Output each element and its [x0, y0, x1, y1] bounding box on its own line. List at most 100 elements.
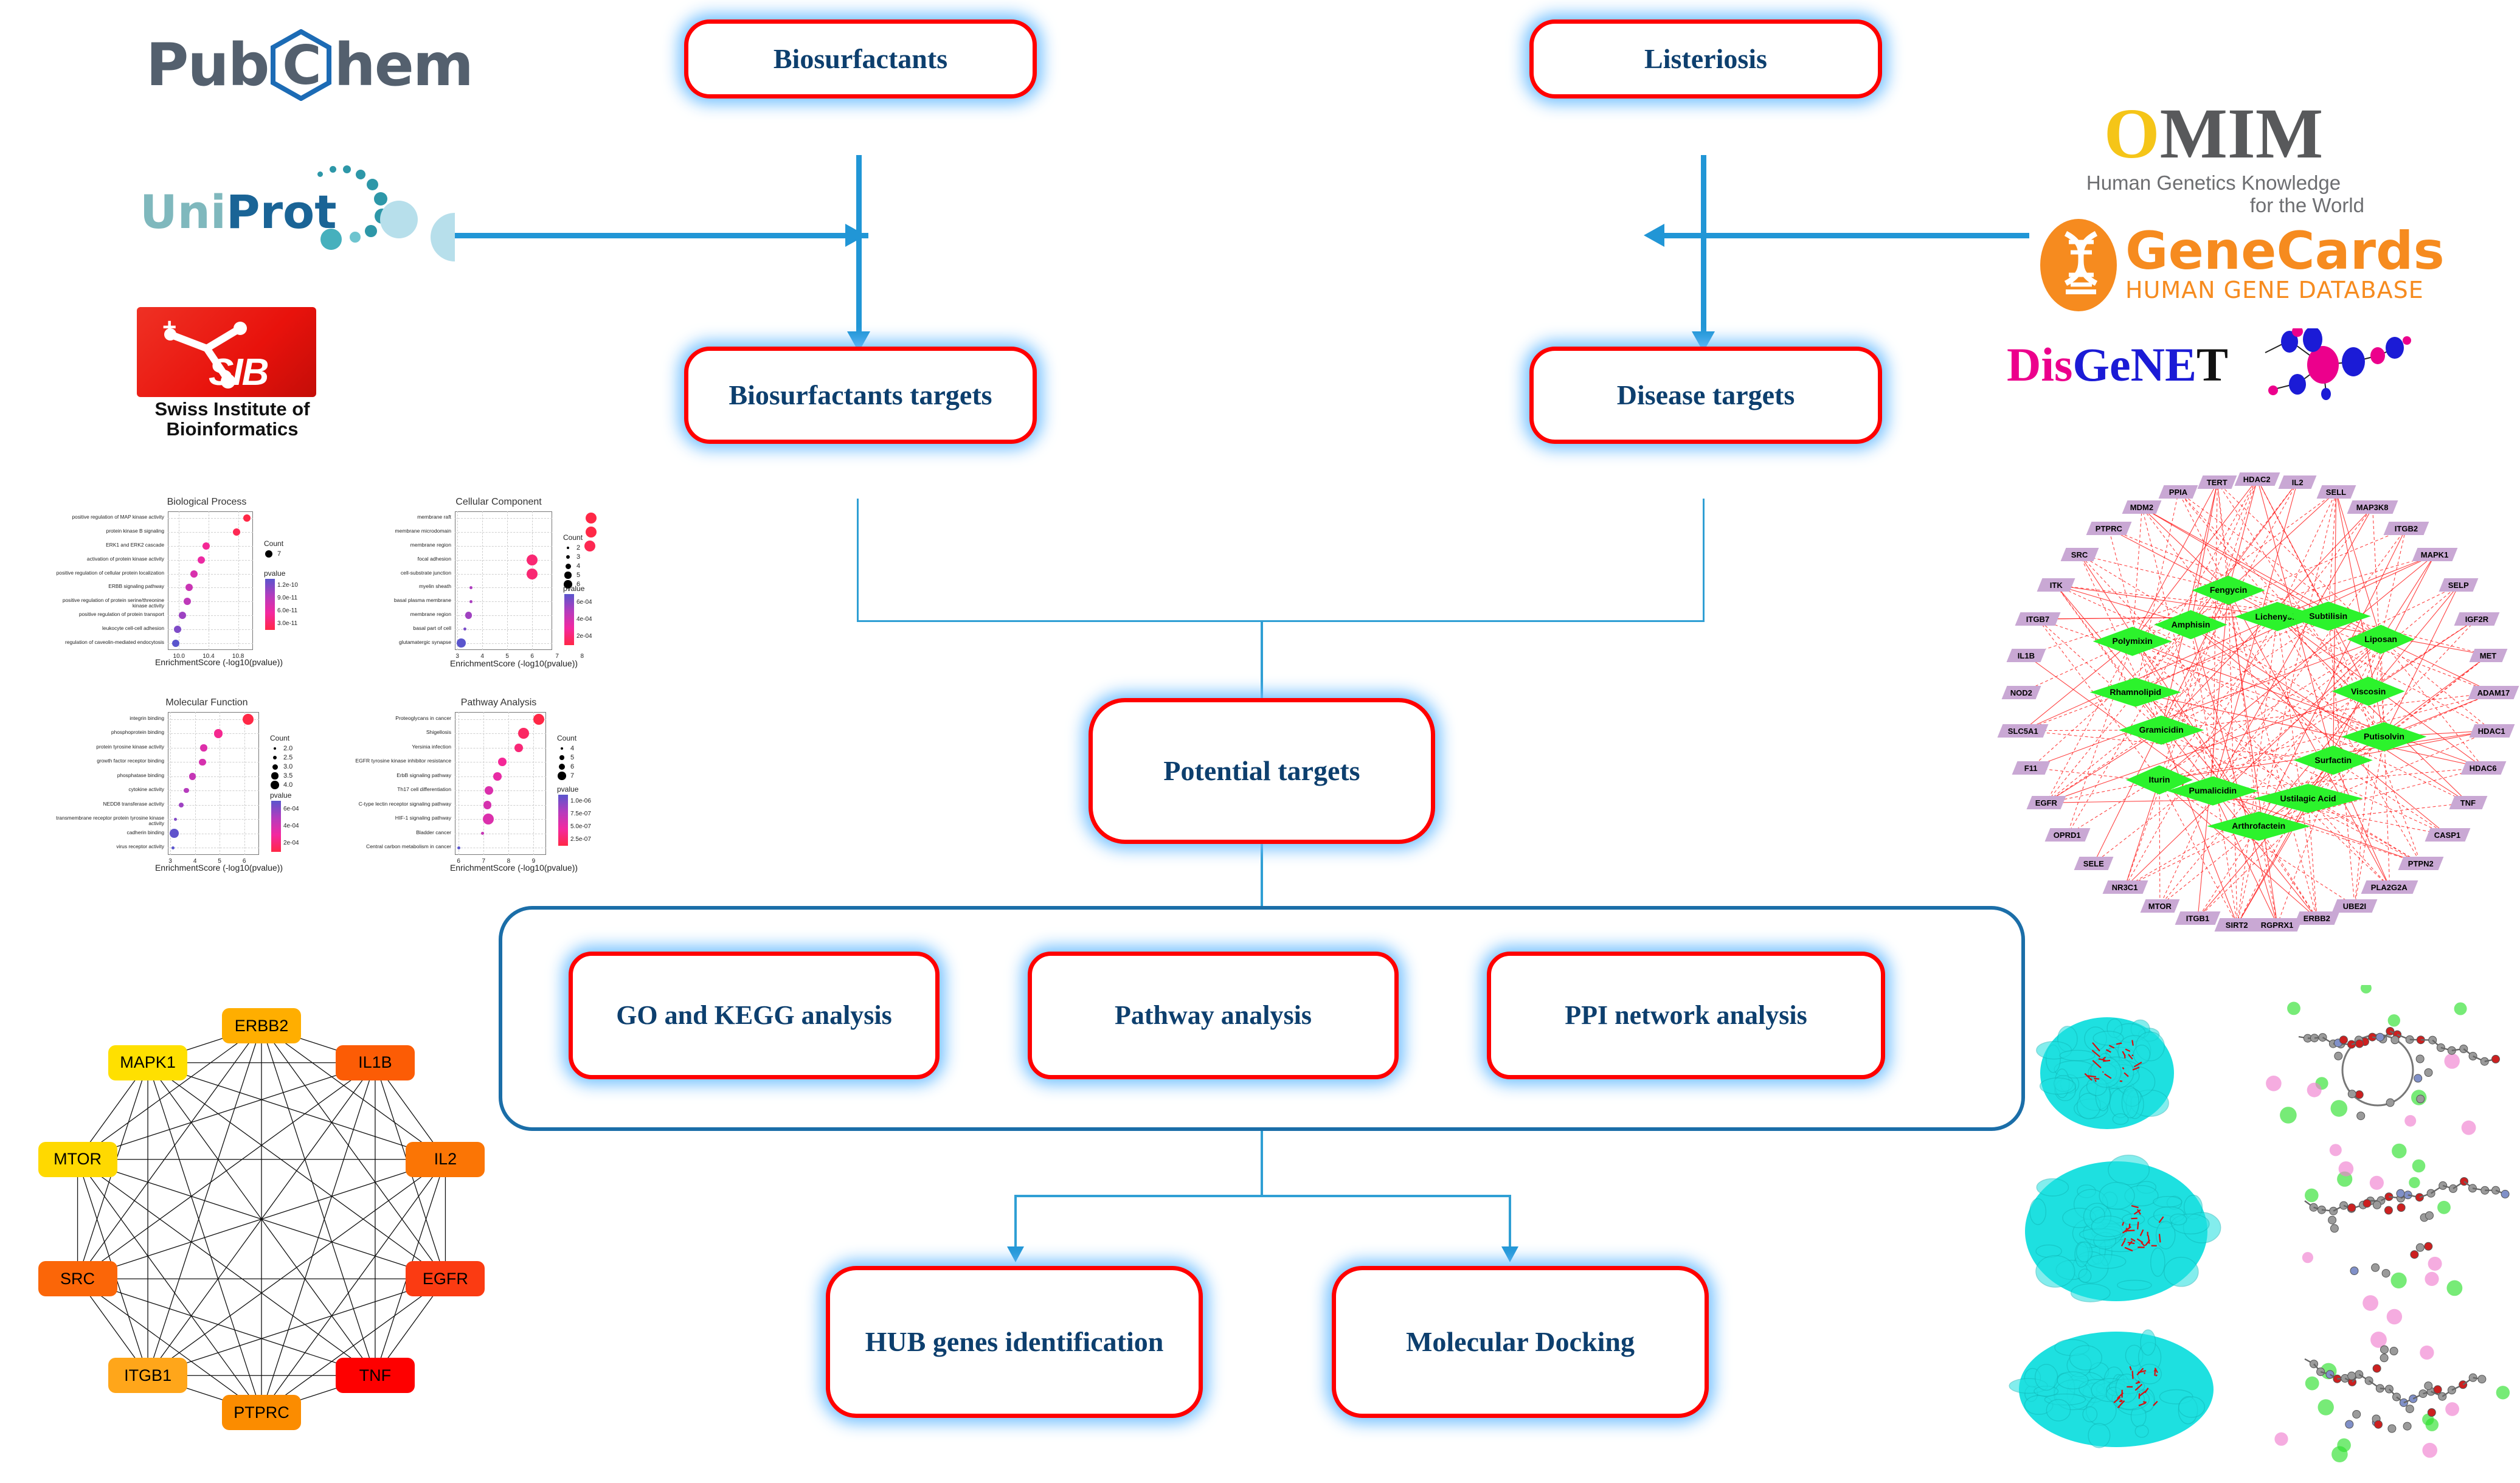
y-axis-category-label: basal plasma membrane [393, 597, 451, 604]
genecards-word2: Cards [2276, 221, 2445, 282]
ppi-gene-node[interactable]: RGPRX1 [2252, 918, 2303, 932]
ppi-gene-node[interactable]: CASP1 [2425, 828, 2470, 842]
y-axis-category-label: myelin sheath [418, 583, 451, 590]
ppi-gene-label: SRC [2071, 550, 2088, 559]
docking-interaction-diagram [2266, 985, 2500, 1156]
ppi-gene-node[interactable]: HDAC6 [2460, 761, 2506, 775]
data-point [585, 527, 597, 538]
hub-gene-node[interactable]: TNF [335, 1358, 415, 1394]
ppi-gene-node[interactable]: HDAC2 [2234, 472, 2280, 486]
ppi-gene-node[interactable]: MAP3K8 [2347, 500, 2398, 514]
ppi-gene-node[interactable]: MDM2 [2122, 500, 2162, 514]
ppi-gene-node[interactable]: ITGB2 [2383, 522, 2429, 536]
ppi-gene-node[interactable]: SLC5A1 [1997, 724, 2049, 738]
gridline-h [168, 559, 253, 561]
flow-box-go-kegg[interactable]: GO and KEGG analysis [569, 952, 940, 1079]
hub-gene-node[interactable]: IL1B [335, 1045, 415, 1080]
flow-box-disease-targets[interactable]: Disease targets [1529, 347, 1882, 444]
hub-gene-node[interactable]: MAPK1 [108, 1045, 188, 1080]
flow-box-molecular-docking[interactable]: Molecular Docking [1332, 1266, 1709, 1418]
flow-label-molecular-docking: Molecular Docking [1405, 1326, 1635, 1357]
ppi-gene-node[interactable]: SELL [2316, 485, 2356, 499]
ppi-gene-node[interactable]: IL1B [2006, 648, 2046, 662]
ppi-gene-label: MAP3K8 [2356, 502, 2389, 512]
legend-count-dot [564, 572, 572, 579]
ppi-compound-label: Lichenysin [2255, 611, 2300, 621]
ppi-gene-node[interactable]: NOD2 [2001, 686, 2041, 700]
y-axis-category-label: basal part of cell [413, 624, 451, 631]
legend-count-dot [558, 763, 566, 770]
ppi-gene-node[interactable]: IGF2R [2454, 612, 2499, 626]
ppi-gene-node[interactable]: PLA2G2A [2361, 880, 2418, 894]
ppi-gene-label: TNF [2460, 798, 2476, 807]
legend-title-pvalue: pvalue [270, 791, 292, 800]
ppi-gene-node[interactable]: MET [2469, 648, 2508, 662]
ppi-gene-node[interactable]: F11 [2012, 761, 2051, 775]
docking-interaction-diagram [2302, 1143, 2510, 1311]
ppi-gene-node[interactable]: ITK [2037, 578, 2075, 592]
flow-box-pathway-analysis[interactable]: Pathway analysis [1028, 952, 1399, 1079]
ppi-compound-label: Amphisin [2171, 620, 2210, 630]
ppi-gene-label: HDAC1 [2478, 726, 2506, 736]
ppi-gene-node[interactable]: NR3C1 [2102, 880, 2148, 894]
data-point [185, 584, 193, 592]
ppi-gene-node[interactable]: MTOR [2140, 899, 2180, 913]
ppi-gene-node[interactable]: PTPRC [2086, 522, 2131, 536]
ppi-gene-node[interactable]: UBE2I [2331, 899, 2378, 913]
x-tick-label: 6 [457, 858, 460, 865]
hub-gene-node[interactable]: EGFR [406, 1261, 485, 1297]
ppi-gene-node[interactable]: HDAC1 [2469, 724, 2515, 738]
legend-count-label: 2 [576, 544, 581, 551]
hub-gene-node[interactable]: PTPRC [222, 1395, 301, 1430]
flow-label-biosurfactants: Biosurfactants [773, 43, 948, 74]
ppi-gene-node[interactable]: SIRT2 [2214, 918, 2260, 932]
ppi-compound-label: Ustilagic Acid [2280, 793, 2336, 803]
gridline-h [455, 573, 552, 575]
x-tick-label: 10.0 [173, 653, 185, 660]
ppi-gene-node[interactable]: TNF [2449, 796, 2488, 810]
ppi-gene-node[interactable]: SRC [2060, 548, 2099, 562]
ppi-gene-node[interactable]: OPRD1 [2044, 828, 2090, 842]
legend-count-dot [272, 764, 278, 770]
docking-interaction-diagram [2274, 1308, 2510, 1462]
ppi-gene-node[interactable]: PTPN2 [2398, 857, 2444, 871]
gridline-h [455, 643, 552, 644]
flow-box-listeriosis[interactable]: Listeriosis [1529, 19, 1882, 99]
data-point [173, 625, 181, 633]
hub-gene-node[interactable]: ITGB1 [108, 1358, 188, 1394]
y-axis-category-label: cytokine activity [128, 786, 164, 793]
y-axis-category-label: transmembrane receptor protein tyrosine … [56, 815, 164, 827]
hub-gene-node[interactable]: IL2 [406, 1141, 485, 1177]
data-point [179, 802, 184, 807]
ppi-gene-node[interactable]: EGFR [2026, 796, 2066, 810]
flow-box-hub-genes[interactable]: HUB genes identification [826, 1266, 1203, 1418]
flow-box-biosurfactants[interactable]: Biosurfactants [684, 19, 1037, 99]
disgenet-part-1: Ge [2072, 338, 2131, 391]
flow-box-biosurfactants-targets[interactable]: Biosurfactants targets [684, 347, 1037, 444]
ppi-gene-label: PPIA [2169, 487, 2188, 497]
hub-gene-node[interactable]: MTOR [38, 1141, 117, 1177]
hub-gene-node[interactable]: ERBB2 [222, 1008, 301, 1043]
hub-gene-label: ERBB2 [234, 1016, 289, 1035]
ppi-gene-node[interactable]: SELE [2074, 857, 2114, 871]
ppi-gene-node[interactable]: ITGB1 [2175, 911, 2221, 925]
data-point [197, 556, 205, 564]
ppi-gene-node[interactable]: PPIA [2159, 485, 2198, 499]
y-axis-category-label: HIF-1 signaling pathway [395, 815, 451, 821]
data-point [527, 554, 538, 565]
data-point [172, 639, 180, 647]
hub-gene-node[interactable]: SRC [38, 1261, 117, 1297]
flow-box-ppi-analysis[interactable]: PPI network analysis [1487, 952, 1885, 1079]
y-axis-category-label: cadherin binding [126, 829, 164, 835]
ppi-gene-node[interactable]: TERT [2197, 475, 2237, 489]
y-axis-category-label: C-type lectin receptor signaling pathway [358, 800, 451, 807]
genecards-subtitle: HUMAN GENE DATABASE [2125, 276, 2424, 303]
legend-count-dot [271, 772, 279, 780]
ppi-gene-node[interactable]: SELP [2439, 578, 2479, 592]
flow-box-potential-targets[interactable]: Potential targets [1089, 698, 1435, 844]
ppi-gene-node[interactable]: IL2 [2278, 475, 2317, 489]
ppi-gene-node[interactable]: ADAM17 [2468, 686, 2519, 700]
ppi-gene-node[interactable]: MAPK1 [2412, 548, 2458, 562]
ppi-gene-node[interactable]: ITGB7 [2015, 612, 2061, 626]
gridline-h [168, 819, 259, 820]
